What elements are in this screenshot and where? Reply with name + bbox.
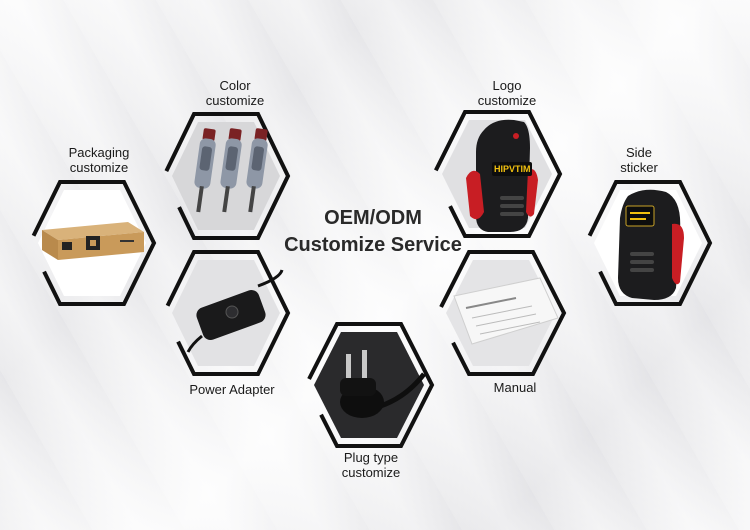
label-line: customize [477,93,537,108]
logo-customize-label: Logo customize [462,78,552,108]
label-line: customize [341,465,401,480]
plug-type-label: Plug type customize [326,450,416,480]
color-customize-label: Color customize [190,78,280,108]
tool-body-icon: HIPVTIM [466,119,538,232]
label-line: Packaging [68,145,130,160]
side-sticker-label: Side sticker [594,145,684,175]
screwdriver-icon [194,128,268,213]
color-customize-card[interactable] [161,110,291,242]
manual-sheet-icon [453,277,559,345]
manual-card[interactable] [435,248,567,378]
sticker-tool-icon [618,189,684,300]
packaging-customize-label: Packaging customize [54,145,144,175]
side-sticker-card[interactable] [583,178,713,308]
label-line: Power Adapter [189,382,275,397]
packaging-customize-card[interactable] [27,178,157,308]
label-line: Plug type [343,450,399,465]
adapter-icon [186,269,284,353]
center-title: OEM/ODM Customize Service [263,205,483,259]
manual-label: Manual [470,380,560,395]
power-adapter-card[interactable] [161,248,291,378]
plug-type-card[interactable] [303,320,435,450]
label-line: Manual [493,380,537,395]
product-logo: HIPVTIM [494,164,531,174]
title-line-1: OEM/ODM [324,207,422,229]
plug-icon [340,350,426,418]
label-line: Color [219,78,251,93]
label-line: Logo [492,78,522,93]
box-icon [42,222,144,260]
logo-customize-card[interactable]: HIPVTIM [431,108,563,240]
power-adapter-label: Power Adapter [176,382,288,397]
label-line: sticker [620,160,658,175]
label-line: customize [205,93,265,108]
title-line-2: Customize Service [284,234,462,256]
label-line: Side [625,145,653,160]
label-line: customize [69,160,129,175]
